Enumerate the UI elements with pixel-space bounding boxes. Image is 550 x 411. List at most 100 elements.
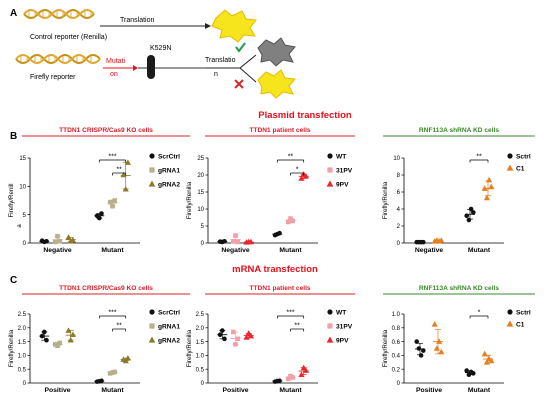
legend-label: 9PV [336,338,349,345]
data-point [67,336,74,343]
category-label: Mutant [468,247,491,254]
y-tick-label: 1.0 [392,312,401,318]
cross-mark-icon [234,79,244,89]
legend-marker [506,164,514,171]
y-tick-label: 0 [201,241,205,247]
data-point [298,175,305,181]
y-tick-label: 10 [393,156,400,162]
data-point [483,359,490,365]
data-point [69,331,76,338]
data-point [230,329,236,335]
legend-label: gRNA2 [158,338,180,345]
data-point [230,238,236,244]
legend-marker [506,320,514,327]
firefly-dna-helix-icon [15,54,101,64]
category-label: Positive [416,387,442,394]
data-point [464,213,470,219]
data-point [290,218,295,224]
data-point [488,357,495,364]
data-point [99,211,104,216]
y-tick-label: 8 [397,173,401,179]
data-point [235,336,241,342]
chart-title: TTDN1 CRISPR/Cas9 KO cells [59,285,153,292]
legend-marker [326,180,334,187]
legend-label: C1 [516,166,525,173]
data-point [122,357,129,364]
data-point [243,334,250,340]
category-label: Positive [222,387,248,394]
legend-marker [507,309,513,315]
data-point [298,371,305,378]
category-label: Negative [43,247,72,254]
legend-label: WT [336,154,346,161]
y-tick-label: 2.5 [18,312,27,318]
chart-title: TTDN1 CRISPR/Cas9 KO cells [59,127,153,134]
y-axis-label: Firefly/Renilla [186,329,193,367]
check-mark-icon [235,42,246,53]
legend-marker [327,167,333,173]
y-tick-label: 0 [397,381,401,387]
data-point [41,329,47,335]
data-point [420,348,426,353]
gray-protein-icon [257,37,296,67]
translation-label: Translation [120,17,154,24]
y-tick-label: 10 [197,207,204,213]
data-point [69,236,76,243]
legend-label: 31PV [336,324,353,331]
data-point [217,332,223,338]
significance-label: *** [286,310,294,317]
mutation-label-cont: on [110,71,118,78]
significance-label: *** [108,310,116,317]
data-point [247,238,254,245]
data-point [44,337,49,343]
y-tick-label: 6 [397,190,401,196]
legend-label: gRNA1 [158,324,180,331]
mutation-label: Mutati [106,58,126,65]
y-axis-label: Firefly/Renilla [382,329,389,367]
legend-label: Sctrl [516,310,531,317]
significance-label: ** [294,323,300,330]
data-point [438,237,445,243]
category-label: Mutant [468,387,491,394]
plasmid-section-title: Plasmid transfection [258,110,352,121]
legend-label: ScrCtrl [158,154,180,161]
data-point [112,369,118,375]
data-point [468,206,474,212]
data-point [470,371,476,376]
data-point [233,233,238,238]
y-tick-label: 20 [197,173,204,179]
y-tick-label: 1.5 [18,340,27,346]
data-point [122,185,129,192]
data-point [433,345,440,351]
data-point [99,378,104,384]
y-tick-label: 0.2 [392,367,401,373]
legend-marker [327,323,333,329]
chart-c3: RNF113A shRNA KD cells00.20.40.60.81.0Fi… [382,285,535,394]
renilla-protein-icon [211,9,257,43]
legend-label: 9PV [336,182,349,189]
data-point [120,171,127,178]
data-point [124,354,131,361]
data-point [418,353,424,358]
translation-label-2: Translatio [205,57,236,64]
legend-marker [327,153,333,159]
data-point [124,159,131,165]
significance-label: ** [476,154,482,161]
charts-group: TTDN1 CRISPR/Cas9 KO cells051015Firefly/… [8,127,535,394]
legend-marker [149,323,155,329]
data-point [220,328,225,333]
data-point [277,378,282,384]
data-point [222,239,227,244]
y-tick-label: 5 [201,224,205,230]
category-label: Mutant [279,387,302,394]
y-tick-label: 4 [397,207,401,213]
y-tick-label: 0 [23,381,27,387]
data-point [302,173,309,179]
data-point [470,210,476,215]
category-label: Mutant [101,387,124,394]
data-point [302,367,309,373]
category-label: Mutant [279,247,302,254]
data-point [110,203,115,209]
y-tick-label: 2.0 [196,326,205,332]
legend-marker [326,336,334,343]
